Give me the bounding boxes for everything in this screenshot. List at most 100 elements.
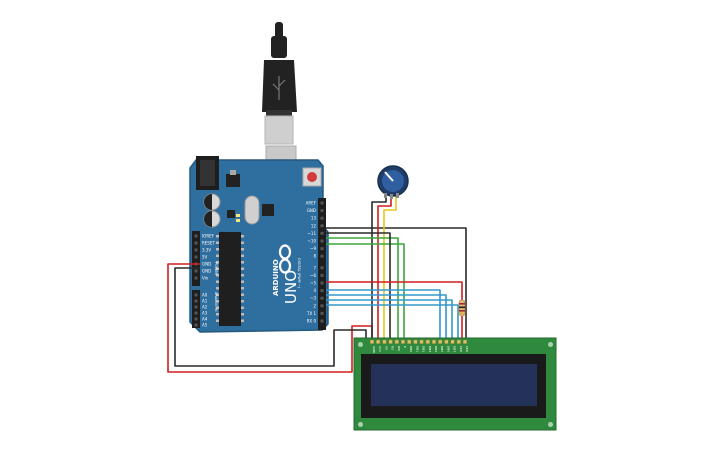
usb-plug-metal [264,115,294,145]
wire-led-red[interactable] [326,281,463,300]
lcd-pin[interactable] [425,339,430,344]
header-hole[interactable] [194,323,198,327]
wire-e-green[interactable] [326,243,405,340]
pot-leg [390,194,393,199]
lcd-pin[interactable] [388,339,393,344]
regulator-tab [230,170,236,175]
status-led [236,214,240,217]
voltage-regulator [226,174,240,187]
header-hole[interactable] [194,299,198,303]
usb-cable-boot [271,36,287,58]
wire-gnd-black-left[interactable] [174,267,367,367]
lcd-pin-label: E [403,346,407,348]
header-hole[interactable] [320,247,324,251]
lcd-pin[interactable] [401,339,406,344]
header-hole[interactable] [194,241,198,245]
header-hole[interactable] [194,255,198,259]
analog-header-holes [194,293,198,327]
lcd-pin[interactable] [394,339,399,344]
header-hole[interactable] [194,276,198,280]
lcd-pin[interactable] [419,339,424,344]
lcd-pin[interactable] [456,339,461,344]
header-hole[interactable] [320,201,324,205]
lcd-pin[interactable] [382,339,387,344]
digital-header-holes [320,201,324,323]
chip-leg [241,306,244,309]
wire-rs-green[interactable] [326,237,399,340]
header-hole[interactable] [194,305,198,309]
crystal-oscillator [244,195,260,225]
digital-pin-label: 4 [313,288,316,293]
digital-pin-label: ~6 [310,273,316,278]
wire-db7-blue[interactable] [326,304,459,340]
chip-leg [216,319,219,322]
header-hole[interactable] [320,224,324,228]
header-hole[interactable] [194,311,198,315]
digital-header[interactable] [318,198,326,330]
header-hole[interactable] [320,254,324,258]
digital-pin-label: 7 [313,265,316,270]
header-hole[interactable] [320,281,324,285]
usb-interface-chip [262,204,274,216]
header-hole[interactable] [320,266,324,270]
lcd-pin[interactable] [407,339,412,344]
header-hole[interactable] [320,209,324,213]
header-hole[interactable] [320,273,324,277]
lcd-pin[interactable] [432,339,437,344]
capacitor-1-mark [204,194,212,210]
header-hole[interactable] [320,311,324,315]
resistor[interactable] [458,299,466,317]
lcd-pin[interactable] [450,339,455,344]
digital-pin-label: 12 [311,223,317,228]
header-hole[interactable] [194,234,198,238]
wire-pot-red[interactable] [377,196,392,340]
analog-pin-label: A4 [202,317,208,322]
lcd-pin[interactable] [376,339,381,344]
lcd-pin-label: LED [459,346,463,353]
header-hole[interactable] [320,216,324,220]
lcd-pin[interactable] [413,339,418,344]
header-hole[interactable] [194,317,198,321]
header-hole[interactable] [320,319,324,323]
header-hole[interactable] [320,289,324,293]
lcd-pin-label: DB0 [409,346,413,352]
resistor-band [459,303,465,305]
header-hole[interactable] [320,296,324,300]
potentiometer[interactable] [377,165,409,199]
chip-leg [216,287,219,290]
lcd-pin[interactable] [438,339,443,344]
lcd-pin[interactable] [463,339,468,344]
wire-db4-blue[interactable] [326,289,441,340]
wire-rw-black[interactable] [326,232,391,340]
header-hole[interactable] [194,269,198,273]
digital-pin-label: 8 [313,254,316,259]
header-hole[interactable] [320,304,324,308]
chip-leg [241,287,244,290]
wire-pot-black[interactable] [371,195,387,340]
atmega-chip [219,232,241,326]
digital-pin-label: 13 [311,216,317,221]
digital-pin-label: ~9 [310,246,316,251]
lcd-pin-label: VCC [378,346,382,352]
chip-leg [241,319,244,322]
chip-leg [216,254,219,257]
header-hole[interactable] [320,239,324,243]
potentiometer-pointer [384,171,394,182]
wire-pot-yellow[interactable] [383,195,397,340]
digital-pin-label: TX 1 [306,311,316,316]
analog-pin-label: A0 [202,293,208,298]
header-hole[interactable] [194,293,198,297]
chip-leg [241,241,244,244]
wire-db5-blue[interactable] [326,294,447,340]
header-hole[interactable] [320,231,324,235]
reset-button-cap [307,172,317,182]
lcd-pin[interactable] [444,339,449,344]
header-hole[interactable] [194,248,198,252]
chip-leg [241,300,244,303]
lcd-pin[interactable] [370,339,375,344]
wire-db6-blue[interactable] [326,299,453,340]
analog-header[interactable] [192,290,200,328]
